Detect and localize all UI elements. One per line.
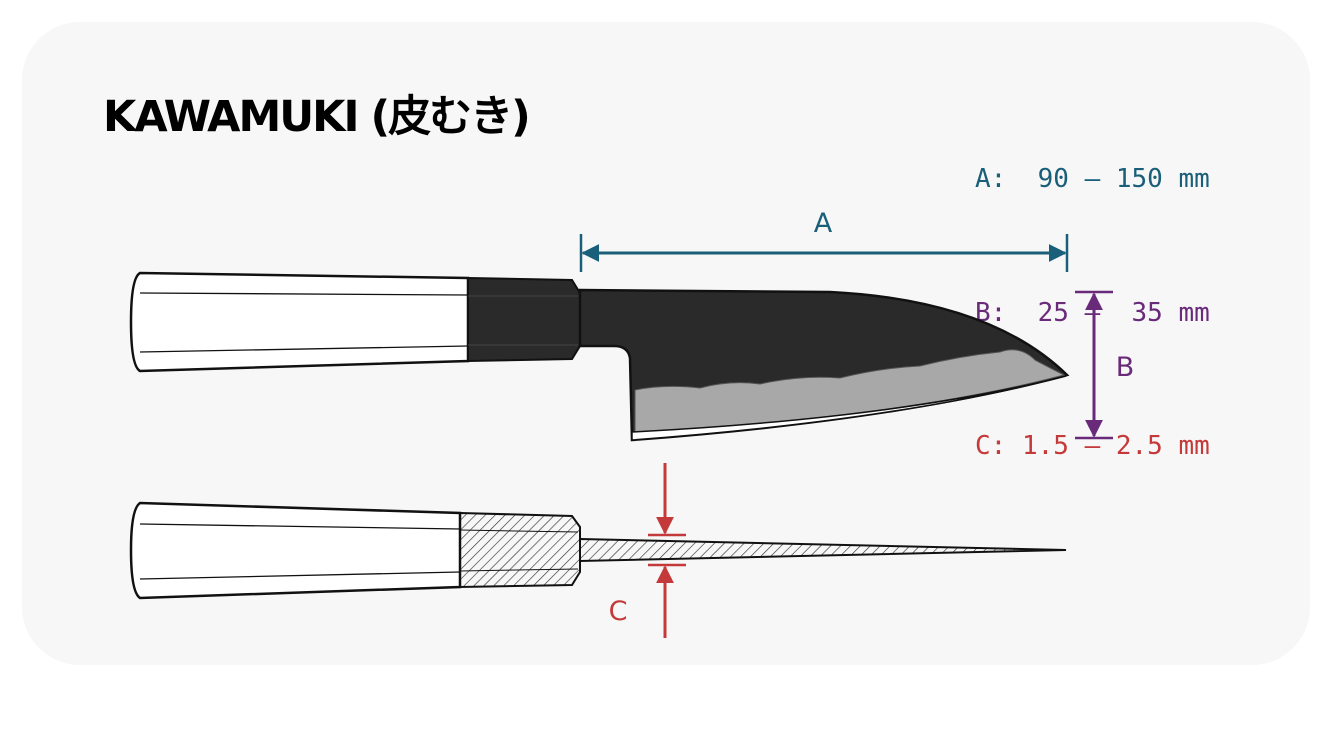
- dimension-a: A: [579, 208, 1069, 272]
- handle-side: [129, 271, 470, 373]
- blade-top: [579, 537, 1067, 563]
- page-title: KAWAMUKI (皮むき): [103, 92, 531, 142]
- dimension-label-c: C: [609, 596, 628, 627]
- spec-c: C: 1.5 – 2.5 mm: [975, 431, 1210, 461]
- knife-side-view: [129, 271, 1070, 442]
- dimension-label-a: A: [814, 208, 833, 239]
- dimension-b: B: [1075, 290, 1135, 440]
- dimension-spec-list: A: 90 – 150 mm B: 25 – 35 mm C: 1.5 – 2.…: [975, 68, 1210, 513]
- handle-top: [129, 501, 462, 600]
- knife-top-view: [129, 501, 1067, 600]
- blade-side: [578, 288, 1070, 442]
- dimension-label-b: B: [1116, 352, 1135, 383]
- dimension-c: C: [609, 463, 686, 638]
- ferrule-top: [459, 511, 581, 589]
- ferrule-side: [467, 276, 581, 363]
- spec-a: A: 90 – 150 mm: [975, 164, 1210, 194]
